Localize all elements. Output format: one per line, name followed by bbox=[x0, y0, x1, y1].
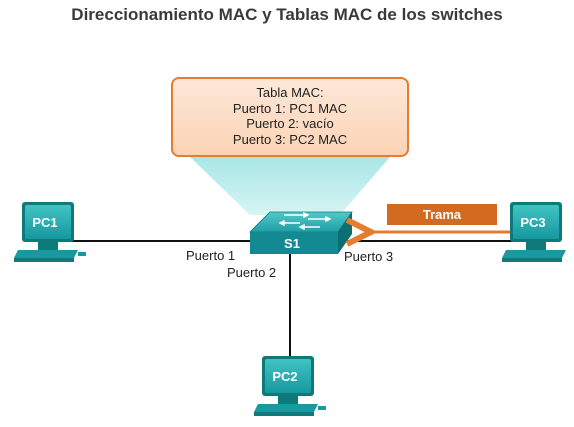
switch-s1[interactable] bbox=[249, 211, 353, 254]
port-2-label: Puerto 2 bbox=[227, 265, 277, 280]
mac-table-heading: Tabla MAC: bbox=[256, 85, 324, 100]
port-1-label: Puerto 1 bbox=[186, 248, 236, 263]
port-3-label: Puerto 3 bbox=[344, 249, 394, 264]
mac-table-row: Puerto 1: PC1 MAC bbox=[232, 100, 348, 116]
pc1-computer-icon[interactable] bbox=[14, 202, 86, 262]
pc1-label: PC1 bbox=[32, 215, 57, 230]
pc3-label: PC3 bbox=[520, 215, 545, 230]
pc2-label: PC2 bbox=[272, 369, 297, 384]
switch-arrows-icon bbox=[278, 211, 332, 231]
mac-table-row: Puerto 3: PC2 MAC bbox=[232, 131, 348, 147]
pc3-computer-icon[interactable] bbox=[502, 202, 566, 262]
frame-label: Trama bbox=[387, 204, 497, 225]
mac-table-row: Puerto 2: vacío bbox=[246, 116, 334, 131]
table-projection-beam bbox=[190, 157, 390, 215]
switch-label: S1 bbox=[284, 236, 300, 251]
page-title: Direccionamiento MAC y Tablas MAC de los… bbox=[71, 5, 503, 24]
mac-table-box: Tabla MAC: Puerto 1: PC1 MAC Puerto 2: v… bbox=[171, 77, 409, 157]
pc2-computer-icon[interactable] bbox=[254, 356, 326, 416]
